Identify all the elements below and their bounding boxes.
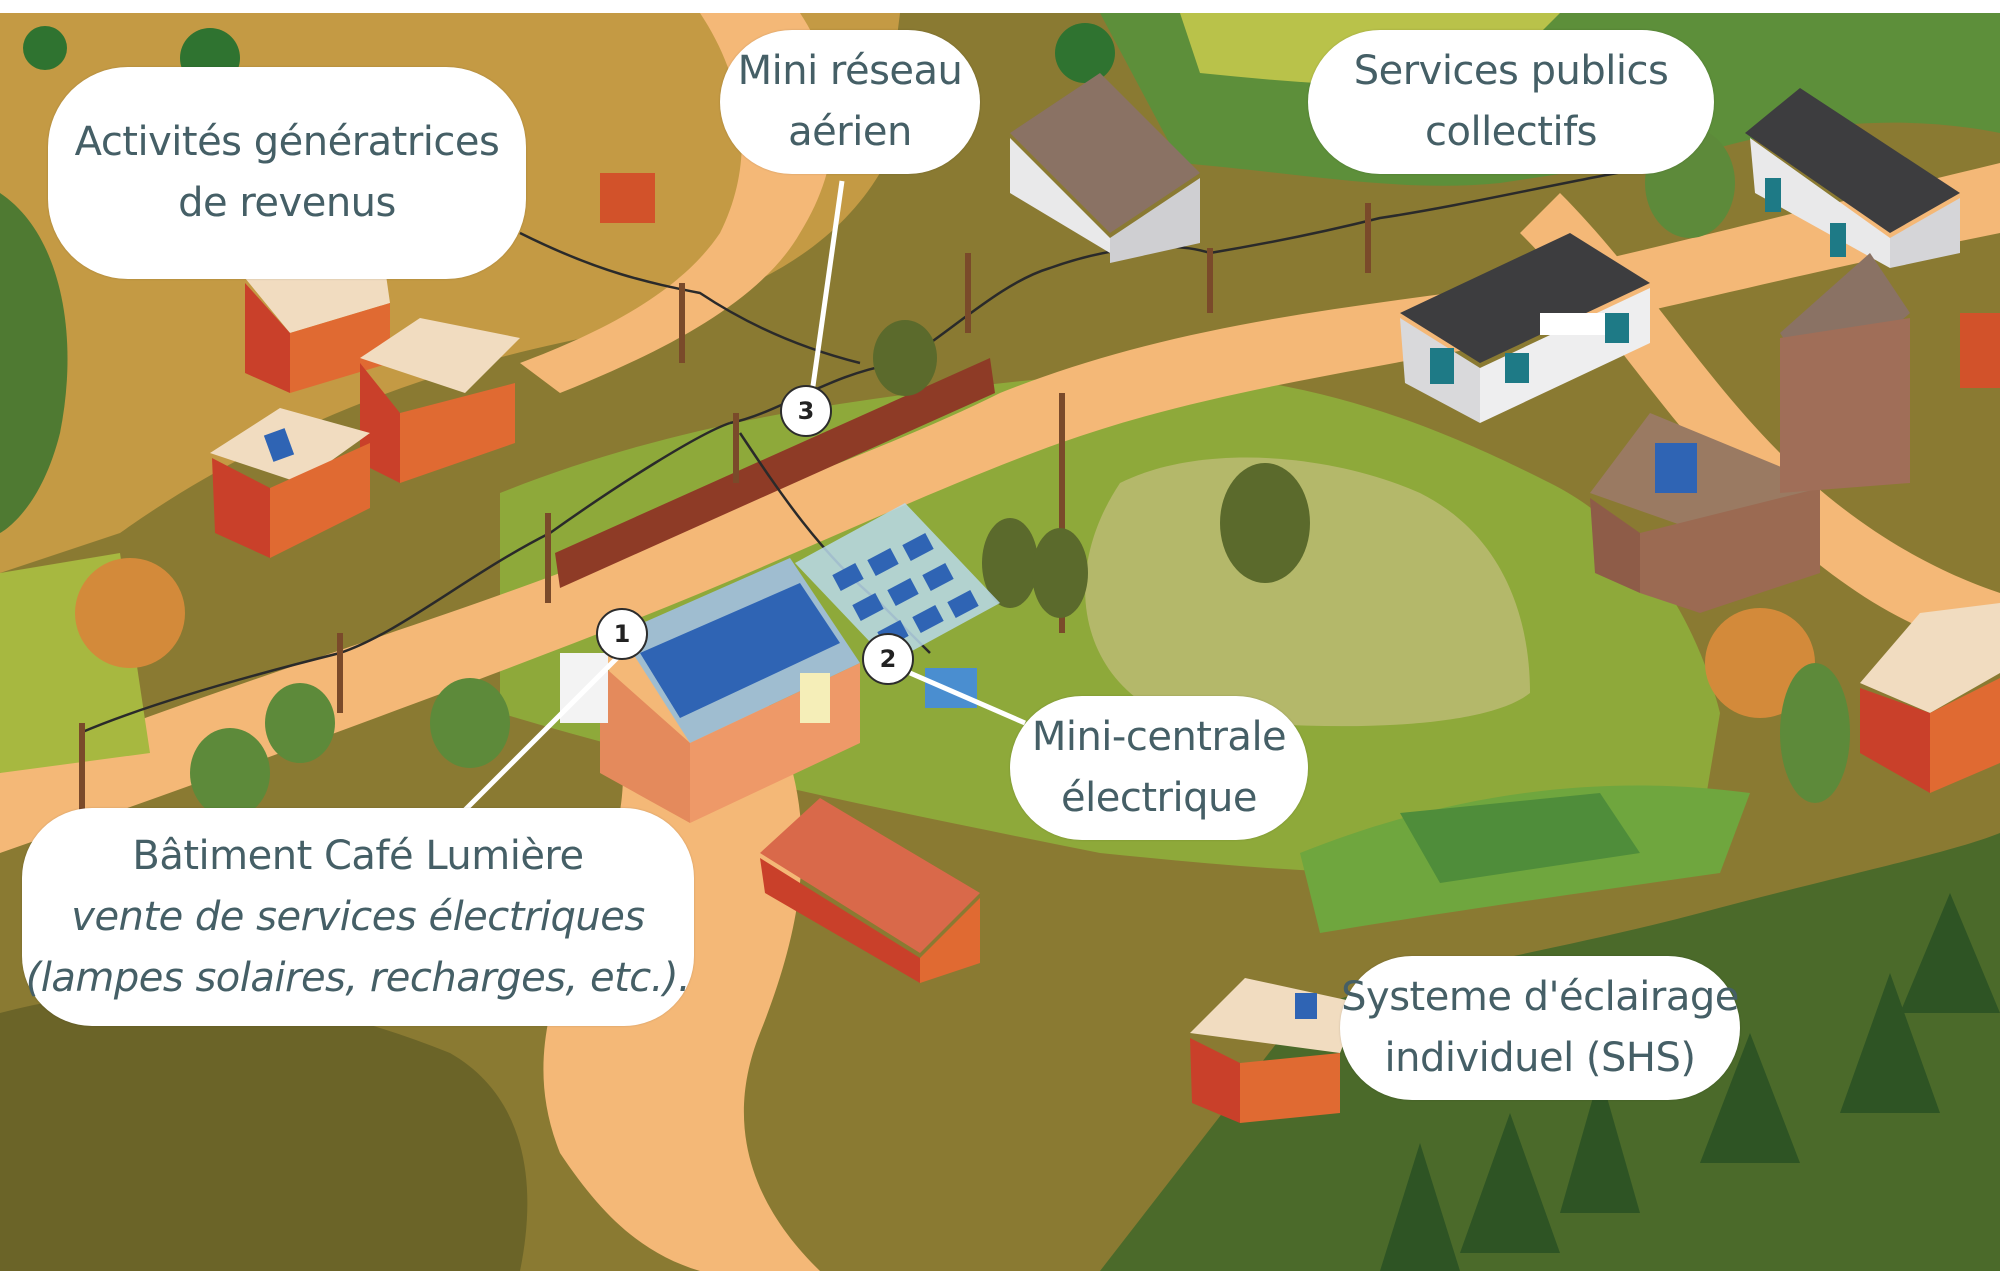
tree <box>265 683 335 763</box>
tree <box>1780 663 1850 803</box>
village-illustration: Activités génératrices de revenus Mini r… <box>0 13 2000 1271</box>
callout-line: Bâtiment Café Lumière <box>132 832 584 879</box>
panel <box>832 562 864 592</box>
tree <box>190 728 270 818</box>
callout-line: électrique <box>1061 775 1257 821</box>
leader-line-1 <box>460 651 624 815</box>
power-poles <box>79 203 1371 813</box>
callout-line: collectifs <box>1424 109 1598 155</box>
tall-house <box>1780 253 1910 493</box>
marker-2: 2 <box>862 633 914 685</box>
tree <box>1560 1073 1640 1213</box>
tree <box>1900 893 2000 1013</box>
sign <box>800 673 830 723</box>
panel <box>852 592 884 622</box>
tree <box>982 518 1038 608</box>
compound-wall <box>555 358 995 588</box>
power-line-1 <box>79 421 731 735</box>
tree <box>430 678 510 768</box>
meadow <box>1085 457 1530 727</box>
tree <box>873 320 937 396</box>
door <box>1830 223 1846 257</box>
red-house <box>1860 603 2000 793</box>
window <box>1430 348 1454 384</box>
pine-trees <box>1380 893 2000 1271</box>
marker-1: 1 <box>596 608 648 660</box>
solar-panels <box>640 583 840 718</box>
sign <box>1540 313 1610 335</box>
marker-3: 3 <box>780 385 832 437</box>
callout-activites-generatrices: Activités génératrices de revenus <box>48 67 526 279</box>
panel <box>887 577 919 607</box>
battery-container <box>925 668 977 708</box>
mairie-building <box>1010 73 1200 263</box>
tree <box>75 558 185 668</box>
rice-field-dark <box>1400 793 1640 883</box>
tree <box>23 26 67 70</box>
callout-line: Services publics <box>1353 48 1669 94</box>
callout-line: aérien <box>788 109 912 155</box>
tree <box>1032 528 1088 618</box>
marker-number: 3 <box>797 397 815 425</box>
door <box>1765 178 1781 212</box>
tree <box>1460 1113 1560 1253</box>
csb-building <box>1400 233 1650 423</box>
callout-line: de revenus <box>178 180 396 226</box>
shs-house <box>1190 978 1360 1123</box>
callout-line: individuel (SHS) <box>1384 1035 1696 1081</box>
ecole-building <box>1745 88 1960 268</box>
callout-line: Mini-centrale <box>1031 714 1287 760</box>
callout-mini-reseau: Mini réseau aérien <box>720 30 980 174</box>
solar-panel <box>263 428 295 462</box>
storage-building <box>760 798 980 983</box>
marker-number: 1 <box>613 620 631 648</box>
callout-mini-centrale: Mini-centrale électrique <box>1010 696 1308 840</box>
solar-panel <box>1295 993 1317 1019</box>
house-with-solar-panel <box>1590 413 1820 613</box>
panel <box>867 547 899 577</box>
tree <box>1700 1033 1800 1163</box>
callout-systeme-eclairage: Systeme d'éclairage individuel (SHS) <box>1340 956 1740 1100</box>
solar-panel <box>1655 443 1697 493</box>
callout-line: Systeme d'éclairage <box>1341 974 1739 1020</box>
window <box>1505 353 1529 383</box>
callout-line: Mini réseau <box>737 48 963 94</box>
marker-number: 2 <box>879 645 897 673</box>
callout-line: (lampes solaires, recharges, etc.). <box>25 954 691 1001</box>
callout-batiment-cafe-lumiere: Bâtiment Café Lumière vente de services … <box>22 808 694 1026</box>
panel <box>947 589 979 619</box>
houses-east <box>1590 253 2000 793</box>
left-hill <box>0 193 68 533</box>
leader-line-2 <box>909 670 1026 726</box>
panel <box>912 604 944 634</box>
palm-tree <box>1055 23 1115 83</box>
leader-lines <box>460 180 1026 815</box>
leader-line-3 <box>809 180 845 394</box>
bottom-left-dark <box>0 992 528 1271</box>
callout-services-publics: Services publics collectifs <box>1308 30 1714 174</box>
trees-valley <box>873 320 1310 618</box>
tree <box>1840 973 1940 1113</box>
panel <box>922 562 954 592</box>
callout-line: vente de services électriques <box>71 893 645 940</box>
red-house-edge <box>1960 313 2000 388</box>
public-buildings <box>1010 73 1960 423</box>
callout-line: Activités génératrices <box>74 119 500 165</box>
panel <box>902 532 934 562</box>
window <box>1605 313 1629 343</box>
tree <box>1220 463 1310 583</box>
house-with-solar-panel <box>210 408 370 558</box>
tree <box>1380 1143 1460 1271</box>
shed <box>600 173 655 223</box>
